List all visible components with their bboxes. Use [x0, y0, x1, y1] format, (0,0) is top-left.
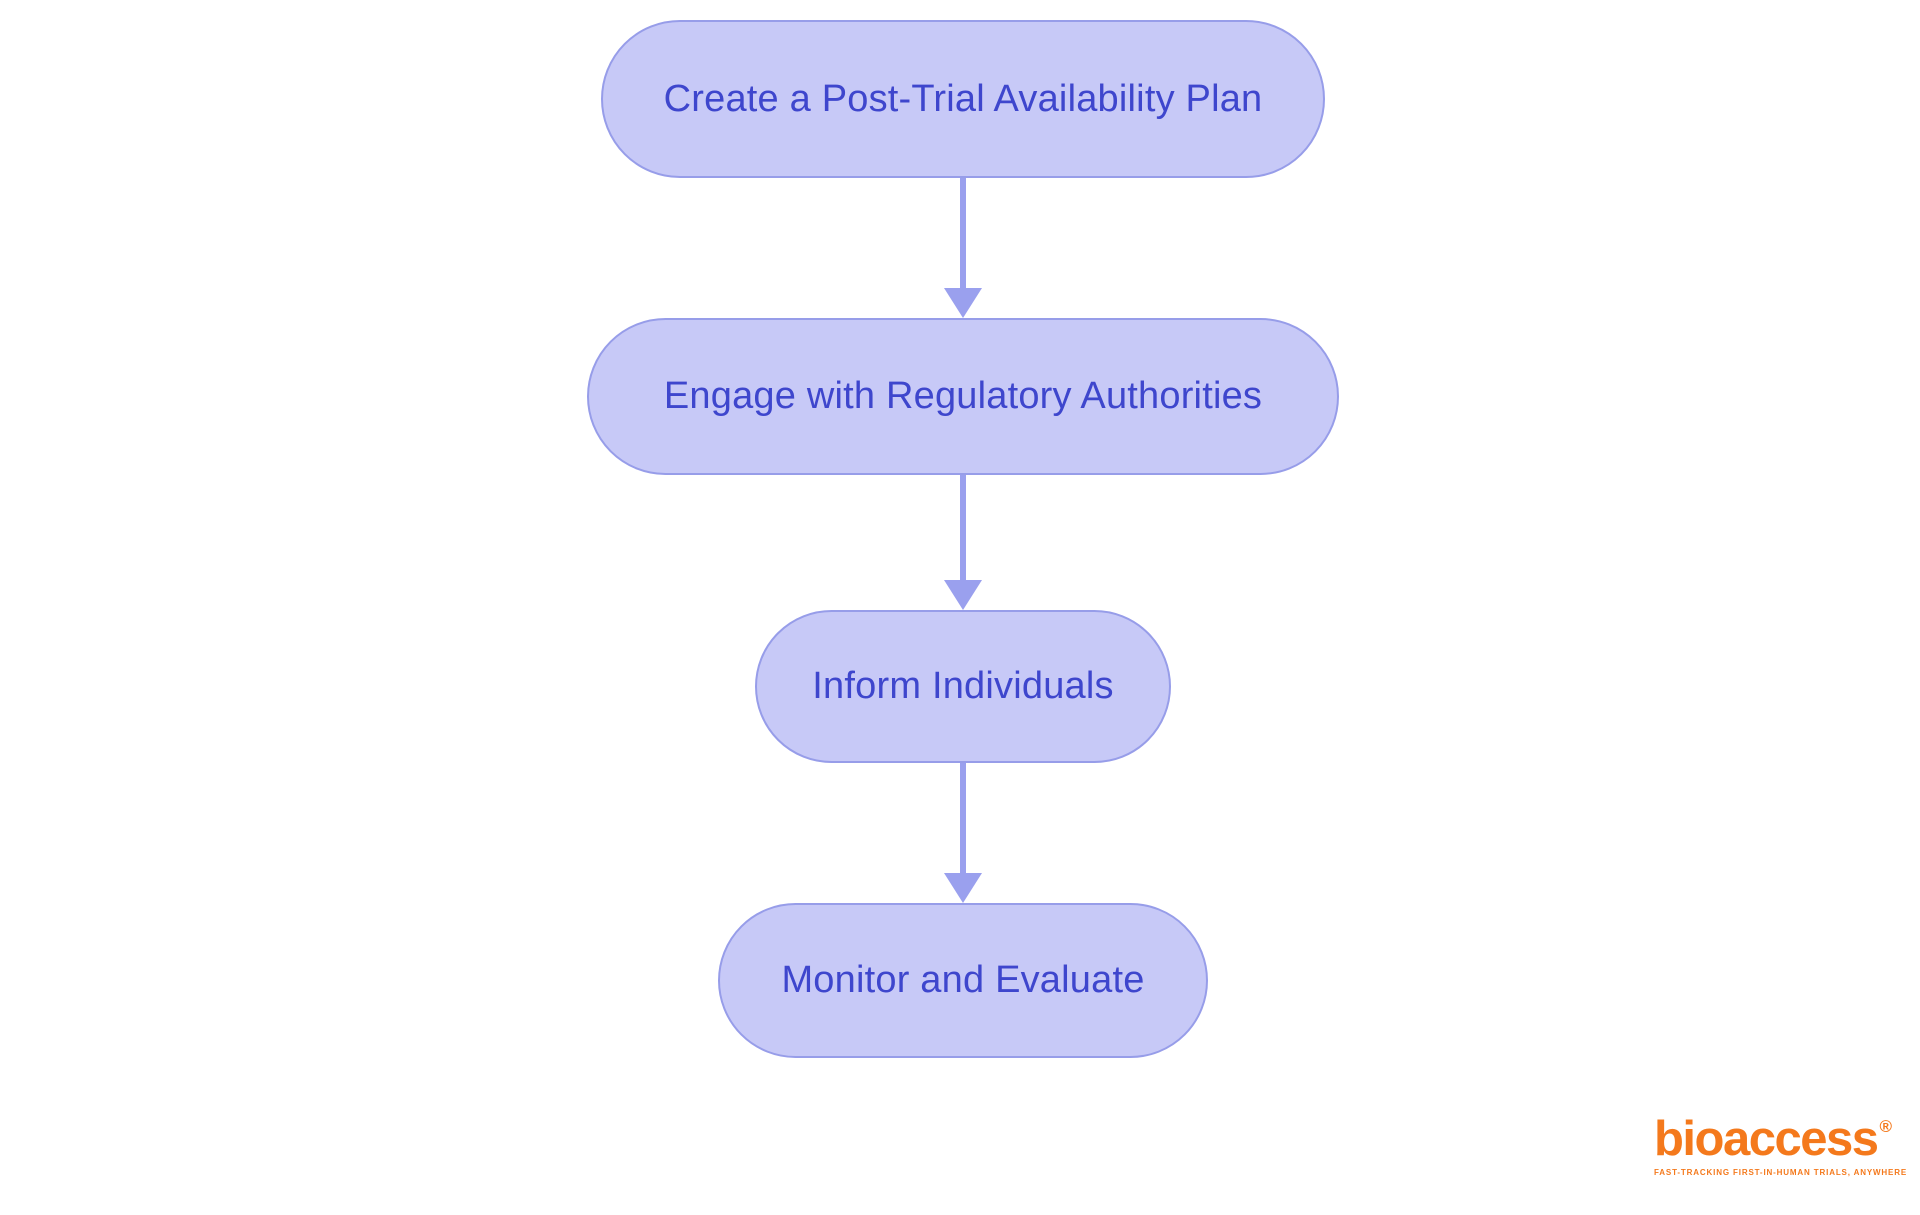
- flow-arrow-2: [944, 475, 982, 610]
- flow-node-create-plan: Create a Post-Trial Availability Plan: [601, 20, 1325, 178]
- flow-arrow-3: [944, 763, 982, 903]
- registered-trademark-icon: ®: [1879, 1117, 1893, 1136]
- flow-node-label: Inform Individuals: [812, 665, 1114, 707]
- arrow-head-icon: [944, 873, 982, 903]
- flow-node-engage-authorities: Engage with Regulatory Authorities: [587, 318, 1339, 475]
- flow-node-monitor-evaluate: Monitor and Evaluate: [718, 903, 1208, 1058]
- flow-arrow-1: [944, 178, 982, 318]
- logo-wordmark: bioaccess: [1654, 1112, 1879, 1166]
- logo-tagline: FAST-TRACKING FIRST-IN-HUMAN TRIALS, ANY…: [1654, 1167, 1908, 1177]
- flow-node-label: Engage with Regulatory Authorities: [663, 375, 1263, 417]
- arrow-shaft: [960, 763, 966, 873]
- arrow-head-icon: [944, 288, 982, 318]
- flow-node-label: Monitor and Evaluate: [781, 959, 1145, 1001]
- flow-node-inform-individuals: Inform Individuals: [755, 610, 1171, 763]
- bioaccess-logo: bioaccess ® FAST-TRACKING FIRST-IN-HUMAN…: [1654, 1112, 1908, 1177]
- arrow-head-icon: [944, 580, 982, 610]
- arrow-shaft: [960, 475, 966, 580]
- flow-node-label: Create a Post-Trial Availability Plan: [663, 77, 1263, 120]
- arrow-shaft: [960, 178, 966, 288]
